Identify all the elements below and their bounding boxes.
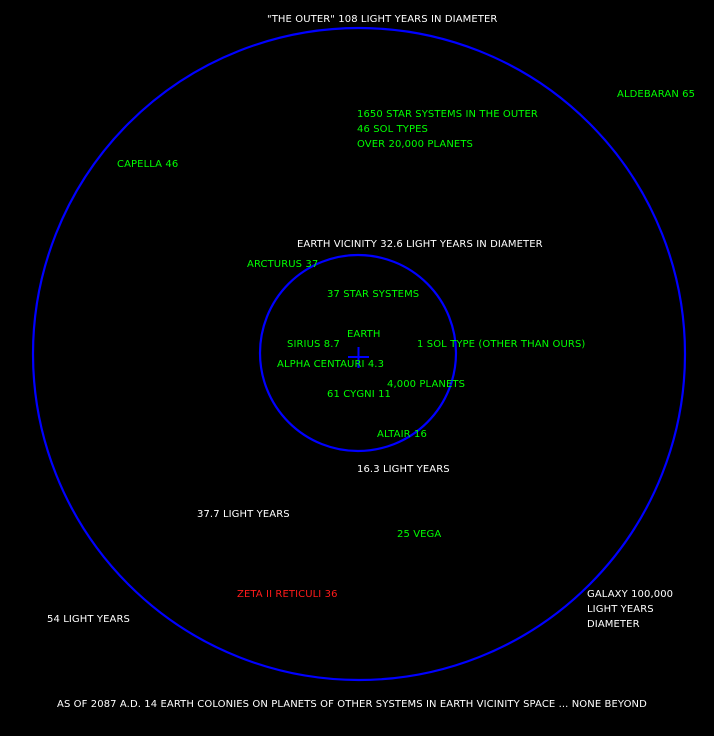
outer-ring — [31, 26, 687, 682]
star-label-alpha-centauri: ALPHA CENTAURI 4.3 — [277, 359, 385, 370]
outer-systems-count: 1650 STAR SYSTEMS IN THE OUTER — [357, 109, 538, 120]
inner-sol-types: 1 SOL TYPE (OTHER THAN OURS) — [417, 339, 586, 350]
star-label-capella: CAPELLA 46 — [117, 159, 179, 170]
outer-sol-types: 46 SOL TYPES — [357, 124, 428, 135]
footer-note: AS OF 2087 A.D. 14 EARTH COLONIES ON PLA… — [57, 699, 647, 710]
star-label-aldebaran: ALDEBARAN 65 — [617, 89, 696, 100]
galaxy-label-line1: GALAXY 100,000 — [587, 589, 674, 600]
star-label-arcturus: ARCTURUS 37 — [247, 259, 319, 270]
inner-title: EARTH VICINITY 32.6 LIGHT YEARS IN DIAME… — [297, 239, 543, 250]
star-label-61-cygni: 61 CYGNI 11 — [327, 389, 392, 400]
outer-radius-label: 54 LIGHT YEARS — [47, 614, 130, 625]
galaxy-label-line3: DIAMETER — [587, 619, 640, 630]
outer-title: "THE OUTER" 108 LIGHT YEARS IN DIAMETER — [267, 14, 498, 25]
galaxy-label-line2: LIGHT YEARS — [587, 604, 654, 615]
star-label-sirius: SIRIUS 8.7 — [287, 339, 340, 350]
inner-systems-count: 37 STAR SYSTEMS — [327, 289, 420, 300]
star-label-zeta-reticuli: ZETA II RETICULI 36 — [237, 589, 338, 600]
outer-planets: OVER 20,000 PLANETS — [357, 139, 473, 150]
star-label-altair: ALTAIR 16 — [377, 429, 427, 440]
inner-radius-label: 16.3 LIGHT YEARS — [357, 464, 450, 475]
earth-marker-icon — [348, 347, 369, 368]
star-label-vega: 25 VEGA — [397, 529, 442, 540]
earth-vicinity-ring — [258, 253, 458, 453]
inner-planets: 4,000 PLANETS — [387, 379, 466, 390]
earth-label: EARTH — [347, 329, 381, 340]
mid-distance-label: 37.7 LIGHT YEARS — [197, 509, 290, 520]
